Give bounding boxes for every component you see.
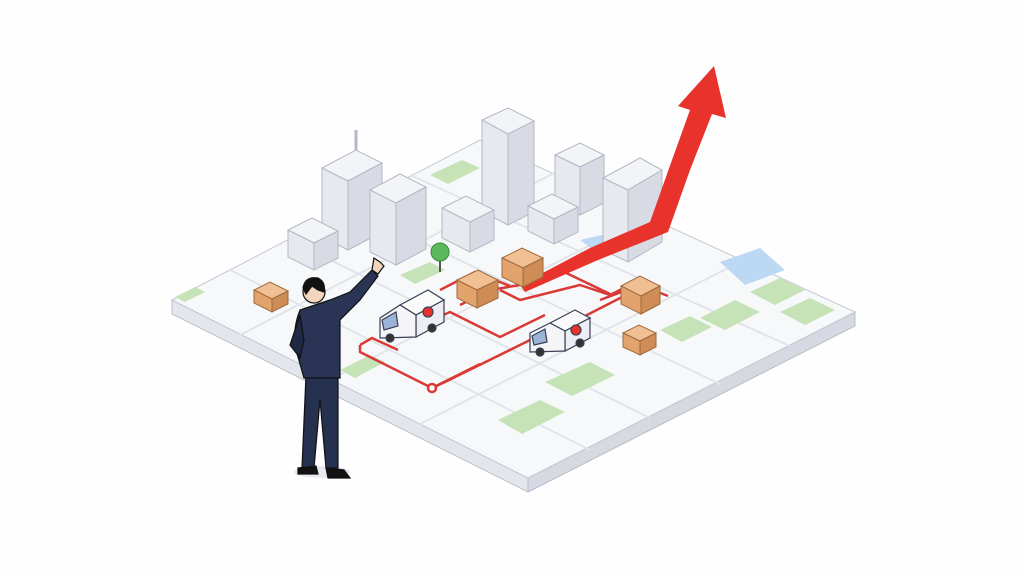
package-box-icon: [252, 247, 662, 356]
park-areas: [175, 160, 835, 434]
delivery-truck-icon: [379, 289, 592, 357]
growth-arrow-icon: [520, 66, 726, 292]
businessman-figure: [289, 256, 385, 479]
map-pin-icon: [430, 242, 450, 272]
buildings: [286, 107, 664, 271]
